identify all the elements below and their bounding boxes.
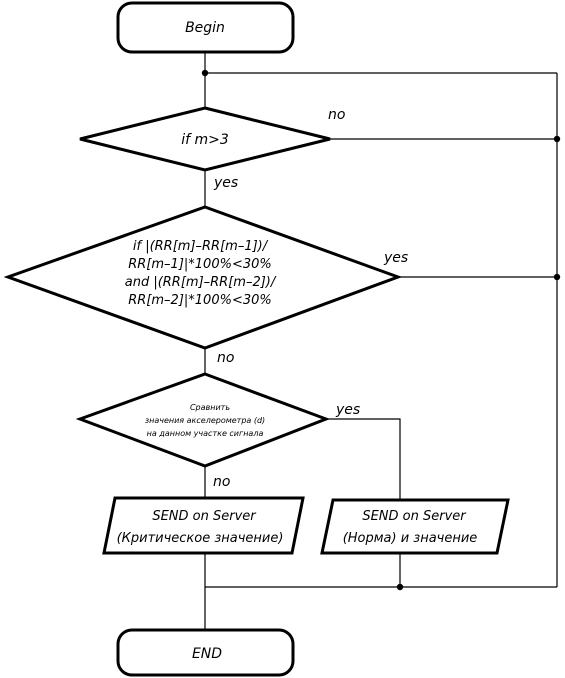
compare-line-1: Сравнить (190, 403, 230, 412)
send-normal-line-1: SEND on Server (362, 509, 467, 524)
end-label: END (192, 646, 222, 662)
send-critical-line-1: SEND on Server (152, 509, 257, 524)
edge-label-check-m-no: no (328, 107, 345, 123)
check-rr-line-3: and |(RR[m]–RR[m–2])/ (125, 275, 277, 290)
check-m-label: if m>3 (181, 132, 229, 148)
edge-label-compare-yes: yes (335, 402, 360, 418)
end-terminal: END (116, 628, 295, 677)
begin-label: Begin (185, 20, 225, 36)
junction-top (201, 69, 209, 77)
decision-check-m: if m>3 (79, 106, 331, 172)
junction-right-yes (553, 273, 561, 281)
check-rr-line-1: if |(RR[m]–RR[m–1])/ (133, 239, 269, 254)
output-send-normal: SEND on Server (Норма) и значение (320, 498, 510, 555)
connectors (204, 52, 558, 630)
edge-labels: no yes yes no yes no (213, 107, 408, 490)
junction-merge (396, 583, 404, 591)
begin-terminal: Begin (116, 1, 295, 54)
send-critical-line-2: (Критическое значение) (117, 531, 284, 546)
decision-check-rr: if |(RR[m]–RR[m–1])/ RR[m–1]|*100%<30% a… (3, 205, 403, 350)
junction-right-no (553, 135, 561, 143)
edge-label-compare-no: no (213, 474, 230, 490)
edge-label-check-rr-no: no (217, 350, 234, 366)
edge-label-check-m-yes: yes (213, 175, 238, 191)
output-send-critical: SEND on Server (Критическое значение) (102, 496, 305, 555)
check-rr-line-2: RR[m–1]|*100%<30% (128, 257, 271, 272)
compare-line-2: значения акселерометра (d) (145, 416, 265, 425)
decision-compare: Сравнить значения акселерометра (d) на д… (75, 372, 331, 468)
send-normal-line-2: (Норма) и значение (343, 531, 478, 546)
compare-line-3: на данном участке сигнала (147, 429, 264, 438)
edge-label-check-rr-yes: yes (383, 250, 408, 266)
edge-compare-yes (326, 418, 401, 500)
junctions (201, 69, 561, 591)
check-rr-line-4: RR[m–2]|*100%<30% (128, 293, 271, 308)
